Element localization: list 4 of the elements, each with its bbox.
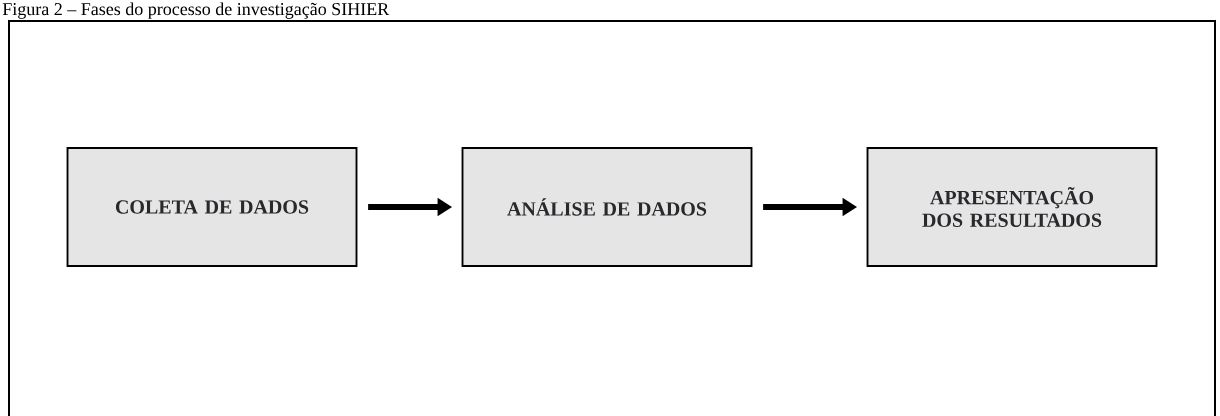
process-box: APRESENTAÇÃO DOS RESULTADOS — [866, 147, 1158, 267]
process-box: ANÁLISE DE DADOS — [461, 147, 753, 267]
process-box: COLETA DE DADOS — [66, 147, 358, 267]
figure-title: Figura 2 – Fases do processo de investigação SIHIER — [2, 2, 390, 19]
